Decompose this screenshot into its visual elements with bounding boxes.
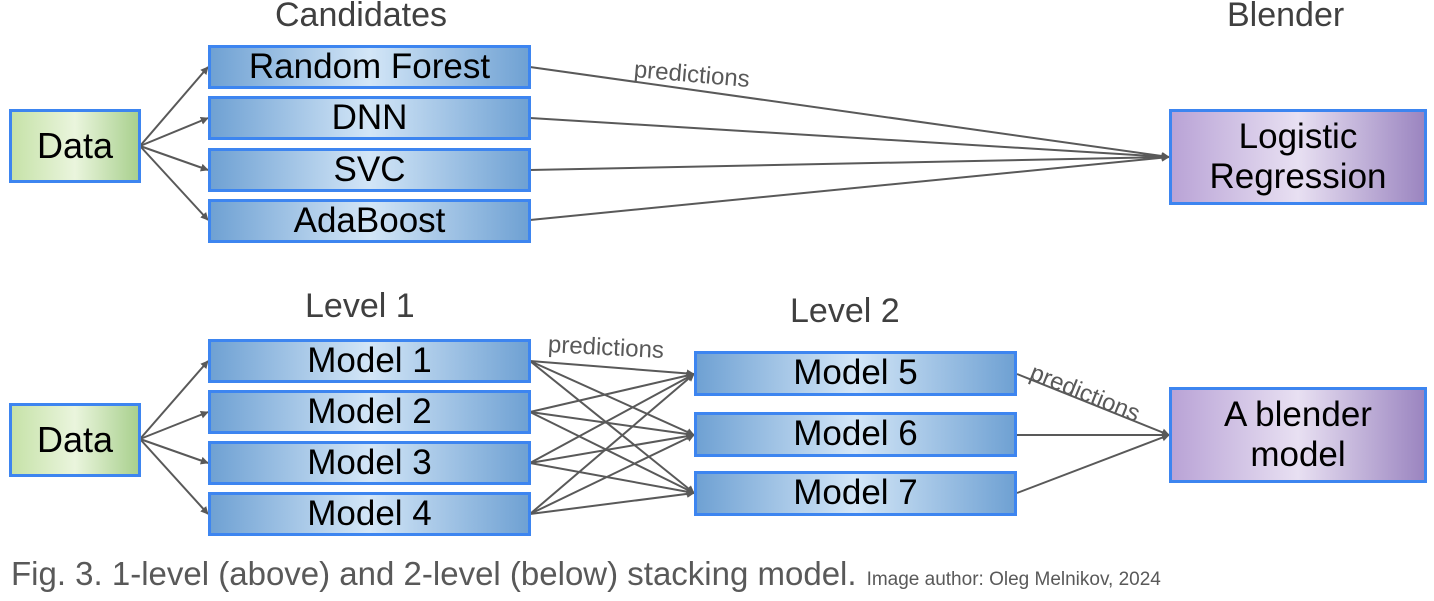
candidate-random-forest: Random Forest <box>208 45 531 89</box>
top-data-node: Data <box>9 109 141 183</box>
arrow-data-to-random-forest <box>139 66 209 147</box>
level-2-model-5: Model 5 <box>694 351 1017 396</box>
top-blender-node: Logistic Regression <box>1169 109 1427 205</box>
candidate-label: Random Forest <box>248 46 491 86</box>
candidates-header: Candidates <box>275 0 448 34</box>
caption-main: Fig. 3. 1-level (above) and 2-level (bel… <box>11 555 857 592</box>
model-label: Model 5 <box>793 353 918 393</box>
blender-header: Blender <box>1227 0 1345 34</box>
top-blender-label: Logistic Regression <box>1209 116 1387 196</box>
model-label: Model 7 <box>793 473 918 513</box>
candidate-adaboost: AdaBoost <box>208 199 531 243</box>
arrow-model-2-to-model-6 <box>529 411 695 438</box>
arrow-model-2-to-model-5 <box>529 371 695 413</box>
bottom-blender-node: A blender model <box>1169 387 1427 483</box>
arrow-data-to-dnn <box>139 117 209 147</box>
arrow-svc-to-blender <box>529 153 1170 171</box>
arrow-model-3-to-model-5 <box>529 373 695 464</box>
arrow-model-5-to-blender <box>1016 373 1170 437</box>
level-1-model-3: Model 3 <box>208 441 531 485</box>
level-2-model-7: Model 7 <box>694 471 1017 516</box>
model-label: Model 6 <box>793 414 918 454</box>
level-2-model-6: Model 6 <box>694 412 1017 457</box>
bottom-data-label: Data <box>36 419 114 461</box>
model-label: Model 1 <box>307 340 432 380</box>
arrow-data-to-model-2 <box>139 410 209 440</box>
arrow-model-1-to-model-6 <box>529 360 695 436</box>
level-1-model-4: Model 4 <box>208 492 531 536</box>
arrow-random-forest-to-blender <box>529 66 1170 160</box>
arrow-model-1-to-model-5 <box>529 360 695 378</box>
level-1-model-1: Model 1 <box>208 339 531 383</box>
arrow-model-4-to-model-6 <box>529 434 695 515</box>
arrow-model-1-to-model-7 <box>529 360 695 494</box>
arrow-data-to-model-4 <box>139 438 209 515</box>
caption-credit: Image author: Oleg Melnikov, 2024 <box>866 569 1161 590</box>
candidate-label: DNN <box>331 97 408 137</box>
candidate-svc: SVC <box>208 148 531 192</box>
top-data-label: Data <box>36 125 114 167</box>
arrow-dnn-to-blender <box>529 117 1170 161</box>
arrow-model-4-to-model-7 <box>529 489 695 515</box>
arrow-model-2-to-model-7 <box>529 411 695 494</box>
level-2-header: Level 2 <box>790 292 900 330</box>
arrow-data-to-model-3 <box>139 438 209 465</box>
bottom-blender-label: A blender model <box>1224 394 1372 474</box>
arrow-model-3-to-model-6 <box>529 432 695 464</box>
arrow-data-to-adaboost <box>139 145 209 221</box>
bottom-data-node: Data <box>9 403 141 477</box>
level-1-model-2: Model 2 <box>208 390 531 434</box>
arrow-model-4-to-model-5 <box>529 373 695 515</box>
arrow-model-3-to-model-7 <box>529 462 695 496</box>
arrow-data-to-svc <box>139 145 209 172</box>
level-1-predictions-label: predictions <box>547 331 665 365</box>
level-1-header: Level 1 <box>305 287 415 325</box>
arrow-data-to-model-1 <box>139 360 209 440</box>
figure-caption: Fig. 3. 1-level (above) and 2-level (bel… <box>11 555 1161 593</box>
model-label: Model 3 <box>307 442 432 482</box>
arrow-adaboost-to-blender <box>529 153 1170 221</box>
arrow-model-7-to-blender <box>1016 433 1170 494</box>
model-label: Model 4 <box>307 493 432 533</box>
candidate-label: SVC <box>333 149 406 189</box>
candidate-dnn: DNN <box>208 96 531 140</box>
model-label: Model 2 <box>307 391 432 431</box>
candidate-label: AdaBoost <box>293 200 446 240</box>
